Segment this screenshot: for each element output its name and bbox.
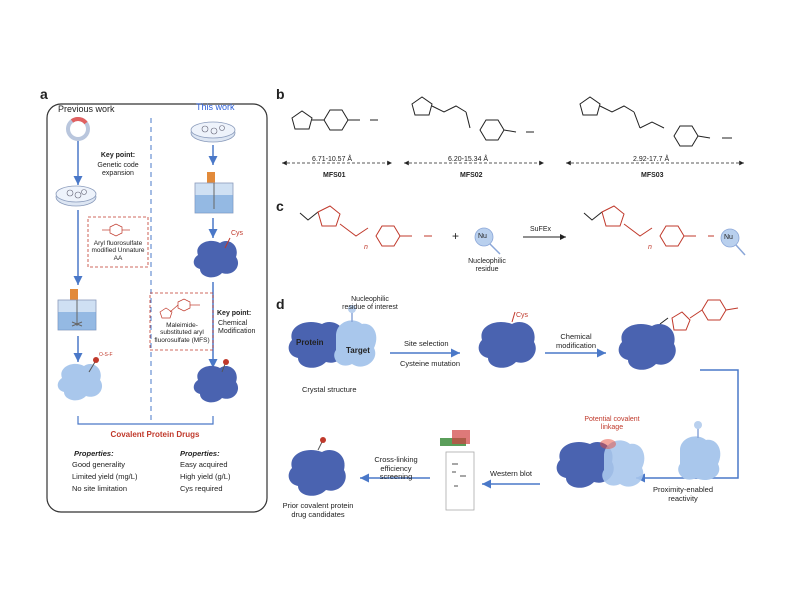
panel-a-label: a [40,86,48,102]
key-point-2-text: Chemical Modification [218,320,256,336]
panel-a-frame [46,103,268,513]
protein-light-left: O-S-F [57,352,113,401]
chem-mod-label: Chemical modification [555,332,597,350]
plasmid-icon [66,117,90,141]
mfs03-range: 2.92-17.7 Å [633,156,670,163]
props-left-1: Good generality [72,460,125,469]
nucleophilic-roi: Nucleophilic residue of interest [342,296,398,312]
bioreactor-right [194,172,234,214]
panel-c-label: c [276,198,284,214]
proximity-label: Proximity-enabled reactivity [652,485,714,503]
protein-target-complex [288,305,377,368]
protein-dark-right-top [193,237,239,278]
panel-d-label: d [276,296,285,312]
mfs02-range: 6.20-15.34 Å [448,156,489,163]
props-right-3: Cys required [180,484,223,493]
bracket [77,416,214,425]
mfs-box-text: Maleimide-substituted aryl fluorosulfate… [154,322,210,344]
this-work-title: This work [196,102,235,112]
key-point-2-title: Key point: [217,310,252,317]
mfs03-structure [579,96,732,147]
props-right-2: High yield (g/L) [180,472,231,481]
protein-complex-linked [556,439,645,488]
site-selection-label: Site selection [404,339,449,348]
mfs-box-frame [149,292,214,351]
props-left-2: Limited yield (mg/L) [72,472,138,481]
mfs01-name: MFS01 [323,172,346,179]
nu-label: Nu [478,233,487,240]
western-blot-gel [445,451,475,511]
key-point-1-text: Genetic code expansion [97,162,139,178]
nu-icon [474,227,501,255]
mfs01-range: 6.71-10.57 Å [312,156,353,163]
nu-caption: Nucleophilic residue [468,258,506,274]
plus-sign: + [452,229,460,243]
mfs03-name: MFS03 [641,172,664,179]
mfs01-structure [291,109,378,131]
previous-work-title: Previous work [58,104,115,114]
cys-label-d: Cys [516,312,529,319]
mfs02-name: MFS02 [460,172,483,179]
protein-dark-right-bottom [193,359,239,403]
panel-b-label: b [276,86,285,102]
sample-rack-icon [440,430,470,446]
prior-candidates-label: Prior covalent protein drug candidates [282,501,354,519]
svg-text:O-S-F: O-S-F [99,352,113,358]
protein-modified-d [618,299,739,370]
crosslink-label: Cross-linking efficiency screening [374,455,418,482]
nu-bound-icon [720,228,746,256]
product-structure [583,205,714,247]
protein-label: Protein [296,338,324,347]
props-right-1: Easy acquired [180,460,228,469]
western-blot-label: Western blot [490,469,532,478]
protein-prior-candidate [288,437,346,496]
aryl-box-text: Aryl fluorosulfate modified Unnature AA [91,240,145,262]
props-right-title: Properties: [180,449,220,458]
bioreactor-left [57,289,97,331]
mfs02-structure [411,96,534,141]
cysteine-mutation-label: Cysteine mutation [400,359,461,368]
props-left-3: No site limitation [72,484,128,493]
props-left-title: Properties: [74,449,114,458]
crystal-label: Crystal structure [302,385,357,394]
aryl-box-frame [87,216,149,268]
petri-dish-right [190,121,236,143]
petri-dish-left [55,185,97,207]
target-free-d [678,421,721,481]
nu-bound-label: Nu [724,234,733,241]
covalent-drugs-label: Covalent Protein Drugs [110,430,200,439]
aryl-aa-structure [102,223,130,237]
reactant-mfs [299,205,432,247]
protein-cys-d [478,311,536,368]
n-index-right: n [648,244,652,251]
mfs-structure [159,298,200,319]
n-index-left: n [364,244,368,251]
sufex-label: SuFEx [530,226,552,233]
potential-linkage-label: Potential covalent linkage [584,416,640,432]
target-label: Target [346,346,370,355]
key-point-1-title: Key point: [100,152,136,159]
cys-label-a: Cys [231,230,244,237]
